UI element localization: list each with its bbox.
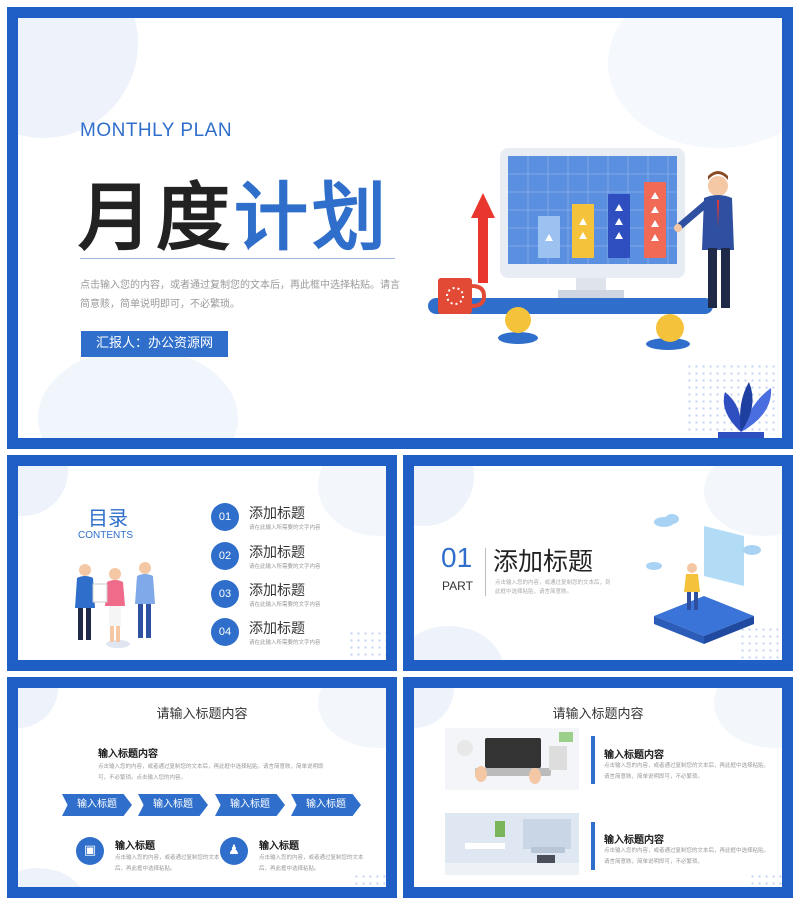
- item-desc: 点击输入您的内容，或者通过复制您的文本后，再此框中选择粘贴。: [115, 855, 220, 872]
- toc-title: 目录: [88, 506, 128, 530]
- toc-item-desc: 请在此输入所需要的文字内容: [249, 564, 321, 570]
- item-heading: 输入标题内容: [604, 750, 664, 761]
- toc-item-number: 01: [211, 503, 239, 531]
- toc-item-number: 04: [211, 618, 239, 646]
- decorative-circle: [18, 466, 68, 516]
- team-icon: ♟: [220, 837, 248, 865]
- toc-item[interactable]: 04 添加标题 请在此输入所需要的文字内容: [211, 618, 386, 650]
- person-book-illustration: [646, 514, 761, 644]
- part-title: 添加标题: [493, 547, 594, 576]
- cover-title-dark: 月度: [78, 175, 234, 261]
- desk-photo: [445, 813, 579, 875]
- arrow-tag: 输入标题: [215, 794, 285, 816]
- decorative-circle: [414, 466, 474, 526]
- toc-item-number: 02: [211, 542, 239, 570]
- decorative-circle: [608, 18, 782, 148]
- cover-description: 点击输入您的内容，或者通过复制您的文本后，再此框中选择粘贴。请言简意赅，简单说明…: [80, 280, 400, 310]
- presentation-illustration: [428, 148, 734, 350]
- decorative-circle: [18, 18, 138, 138]
- toc-item-label: 添加标题: [249, 583, 305, 599]
- laptop-photo: [445, 728, 579, 790]
- item-desc: 点击输入您的内容，或者通过复制您的文本后，再此框中选择粘贴。请言简意赅，简单说明…: [604, 848, 770, 865]
- content-paragraph: 点击输入您的内容，或者通过复制您的文本后，再此框中选择粘贴。请言简意赅，简单说明…: [98, 764, 324, 781]
- plant-icon: [718, 382, 772, 438]
- part-word: PART: [442, 579, 473, 593]
- toc-item-number: 03: [211, 580, 239, 608]
- toc-item-label: 添加标题: [249, 506, 305, 522]
- arrow-tag: 输入标题: [291, 794, 361, 816]
- toc-item-desc: 请在此输入所需要的文字内容: [249, 602, 321, 608]
- chart-icon: ▣: [76, 837, 104, 865]
- decorative-circle: [18, 868, 88, 887]
- section-title: 请输入标题内容: [156, 707, 248, 722]
- part-divider: [485, 548, 486, 596]
- section-title: 请输入标题内容: [552, 707, 644, 722]
- toc-item[interactable]: 02 添加标题 请在此输入所需要的文字内容: [211, 542, 386, 574]
- item-title: 输入标题: [259, 841, 299, 852]
- toc-slide[interactable]: 目录 CONTENTS 01 添加标题 请在此输入所需要的文字内容 02 添加标…: [7, 455, 397, 671]
- arrow-tag: 输入标题: [138, 794, 208, 816]
- toc-item-label: 添加标题: [249, 621, 305, 637]
- content-slide-b[interactable]: 请输入标题内容 输入标题内容 点击输入您的内容，或者通过复制您的文本后，再此框中…: [403, 677, 793, 898]
- decorative-circle: [414, 626, 504, 660]
- content-subhead: 输入标题内容: [98, 749, 158, 760]
- team-illustration: [75, 562, 155, 648]
- content-slide-a[interactable]: 请输入标题内容 输入标题内容 点击输入您的内容，或者通过复制您的文本后，再此框中…: [7, 677, 397, 898]
- dot-pattern: [353, 873, 386, 887]
- accent-bar: [591, 822, 595, 870]
- part-number: 01: [441, 542, 473, 573]
- decorative-circle: [38, 348, 238, 438]
- cover-eyebrow: MONTHLY PLAN: [80, 120, 233, 141]
- arrow-tag: 输入标题: [62, 794, 132, 816]
- toc-item-desc: 请在此输入所需要的文字内容: [249, 640, 321, 646]
- toc-item-desc: 请在此输入所需要的文字内容: [249, 525, 321, 531]
- item-desc: 点击输入您的内容，或者通过复制您的文本后，再此框中选择粘贴。: [259, 855, 364, 872]
- dot-pattern: [348, 630, 386, 660]
- part-description: 点击输入您的内容，或通过复制您的文本后，到此框中选择粘贴，请言简意赅。: [495, 580, 611, 595]
- item-heading: 输入标题内容: [604, 835, 664, 846]
- accent-bar: [591, 736, 595, 784]
- cover-title-blue: 计划: [234, 175, 390, 261]
- cover-slide[interactable]: MONTHLY PLAN 月度计划 点击输入您的内容，或者通过复制您的文本后，再…: [7, 7, 793, 449]
- toc-subtitle: CONTENTS: [78, 530, 133, 541]
- title-underline: [80, 258, 395, 259]
- cover-title: 月度计划: [78, 158, 390, 265]
- dot-pattern: [739, 626, 782, 660]
- part-slide[interactable]: 01 PART 添加标题 点击输入您的内容，或通过复制您的文本后，到此框中选择粘…: [403, 455, 793, 671]
- toc-item[interactable]: 03 添加标题 请在此输入所需要的文字内容: [211, 580, 386, 612]
- reporter-badge: 汇报人：办公资源网: [81, 331, 228, 357]
- item-title: 输入标题: [115, 841, 155, 852]
- dot-pattern: [749, 873, 782, 887]
- toc-item[interactable]: 01 添加标题 请在此输入所需要的文字内容: [211, 503, 386, 535]
- item-desc: 点击输入您的内容，或者通过复制您的文本后，再此框中选择粘贴。请言简意赅，简单说明…: [604, 763, 770, 780]
- toc-item-label: 添加标题: [249, 545, 305, 561]
